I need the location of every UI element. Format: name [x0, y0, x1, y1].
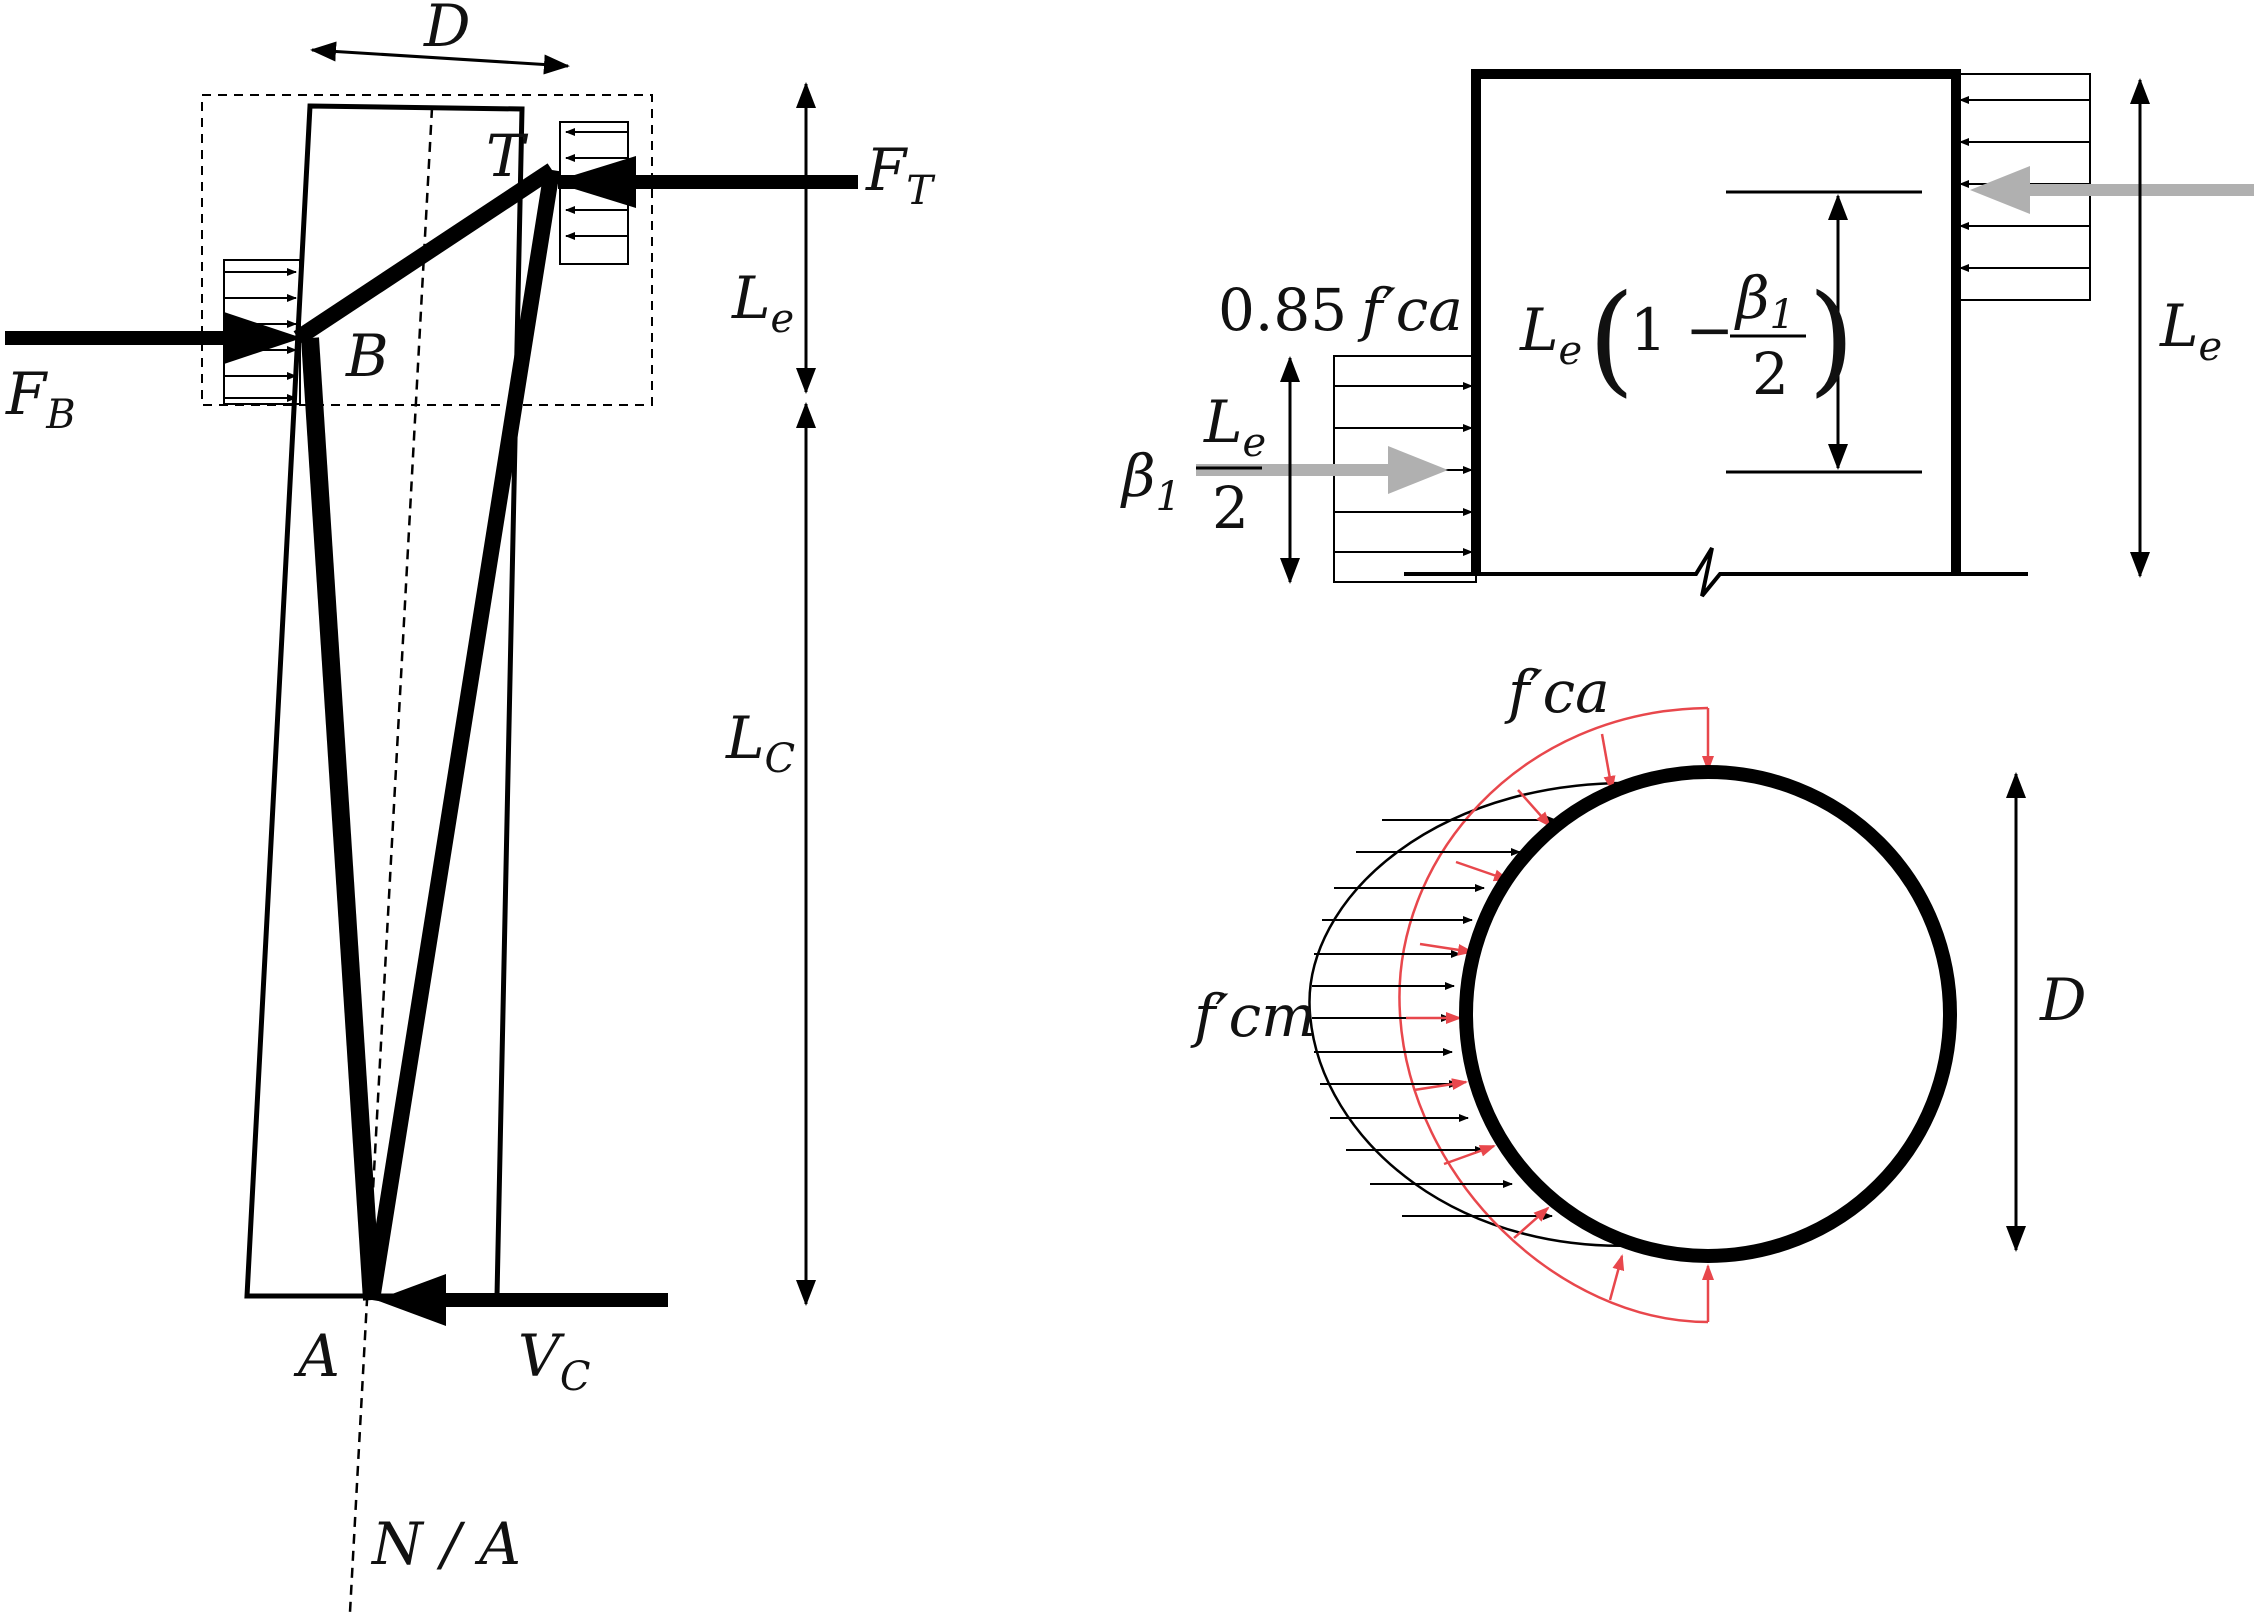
strut-T-A — [364, 168, 560, 1302]
label-B: B — [345, 322, 389, 390]
end-region-box — [201, 94, 653, 406]
label-L-C: LC — [725, 704, 795, 782]
label-L-e-left: Le — [731, 264, 794, 342]
label-A: A — [293, 1322, 340, 1390]
confinement-arc-outer — [1398, 706, 1709, 1324]
force-V-C-head — [376, 1274, 446, 1326]
break-line — [1404, 546, 2028, 598]
label-T: T — [486, 122, 529, 190]
label-D-top: D — [423, 0, 471, 60]
label-V-C: VC — [518, 1322, 591, 1400]
label-lever-arm-den: 2 — [1752, 340, 1789, 408]
resultant-left-head — [1388, 446, 1448, 494]
paren-right: ) — [1808, 270, 1855, 409]
resultant-right-head — [1970, 166, 2030, 214]
confinement-arrows — [1406, 708, 1714, 1322]
label-le-over-2-den: 2 — [1212, 474, 1249, 542]
pile-cross-section — [1459, 765, 1957, 1263]
embedment-block — [1471, 69, 1961, 574]
force-F-B-head — [224, 312, 302, 364]
label-N-A: N / A — [370, 1510, 521, 1578]
label-F-T: FT — [865, 136, 936, 214]
force-F-T-head — [552, 156, 636, 208]
label-f-cm: f′cm — [1190, 982, 1316, 1050]
label-lever-arm-L: Le — [1519, 296, 1582, 374]
label-lever-arm-beta: β1 — [1734, 264, 1795, 338]
label-beta-1: β1 — [1120, 442, 1181, 520]
column-elevation: D T FT FB B A VC N / A Le LC — [5, 0, 936, 1612]
label-L-e-right: Le — [2159, 292, 2222, 370]
dimension-D-top — [310, 41, 570, 75]
strut-B-A — [301, 337, 381, 1301]
label-f-ca-circle: f′ca — [1504, 658, 1610, 726]
label-F-B: FB — [5, 360, 76, 438]
paren-left: ( — [1588, 270, 1635, 409]
neutral-axis-line — [348, 107, 434, 1612]
stress-arrows — [1312, 816, 1557, 1220]
label-D-right: D — [2039, 966, 2087, 1034]
strut-B-T — [293, 163, 557, 345]
label-lever-arm-one: 1 − — [1630, 296, 1734, 364]
circular-section: f′ca f′cm D — [1190, 658, 2087, 1324]
label-le-over-2-num: Le — [1203, 388, 1266, 466]
strut-and-tie-members — [293, 163, 560, 1302]
stress-envelope — [1308, 781, 1661, 1247]
